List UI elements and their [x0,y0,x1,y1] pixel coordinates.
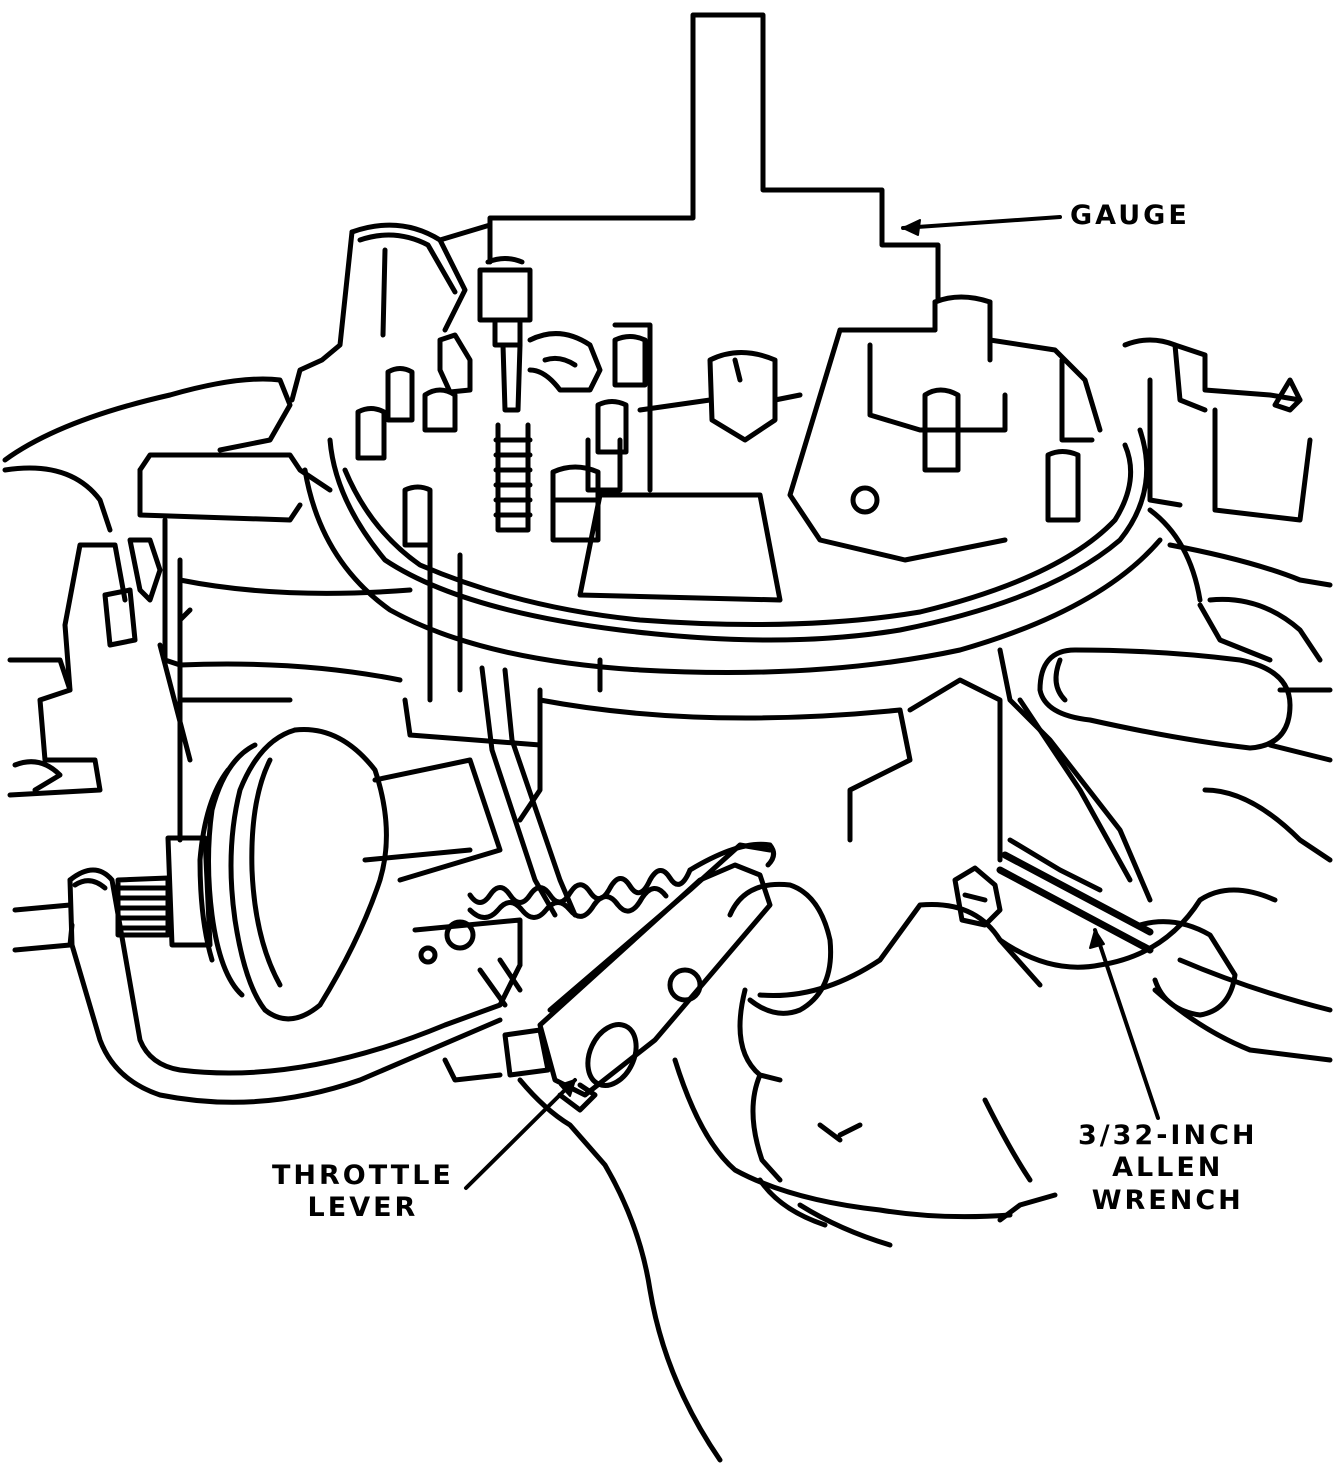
gauge-tool [487,12,941,303]
throttle-lever [442,842,773,1113]
gauge-leader-arrow [902,219,921,236]
throttle-lever-label-line2: LEVER [307,1192,419,1224]
allen-wrench-leader [1093,928,1160,1120]
hand [517,787,1333,1463]
throttle-lever-label-line1: THROTTLE [272,1160,454,1191]
gauge-leader [901,215,1062,230]
carburetor-air-horn [289,222,1313,603]
throttle-bracket [12,867,523,1105]
allen-wrench-label-line2: ALLEN [1112,1152,1224,1184]
gauge-label: GAUGE [1070,200,1190,232]
fuel-hose [1037,507,1333,763]
throttle-lever-leader-arrow [559,1079,576,1097]
allen-wrench [952,647,1154,954]
allen-wrench-label-line1: 3/32-INCH [1078,1120,1258,1151]
vacuum-diaphragm [115,727,503,1022]
air-horn-ring [302,427,1163,675]
intake-manifold [2,376,293,798]
throttle-lever-leader [464,1078,577,1190]
carburetor-main-body [62,452,1003,863]
allen-wrench-label: 3/32-INCH ALLEN WRENCH [1078,1120,1257,1217]
allen-wrench-leader-arrow [1089,929,1105,949]
throttle-return-spring [467,665,776,920]
throttle-lever-label: THROTTLE LEVER [272,1160,454,1225]
gauge-label-text: GAUGE [1070,200,1190,231]
leader-lines [464,215,1160,1190]
allen-wrench-label-line3: WRENCH [1091,1184,1244,1216]
